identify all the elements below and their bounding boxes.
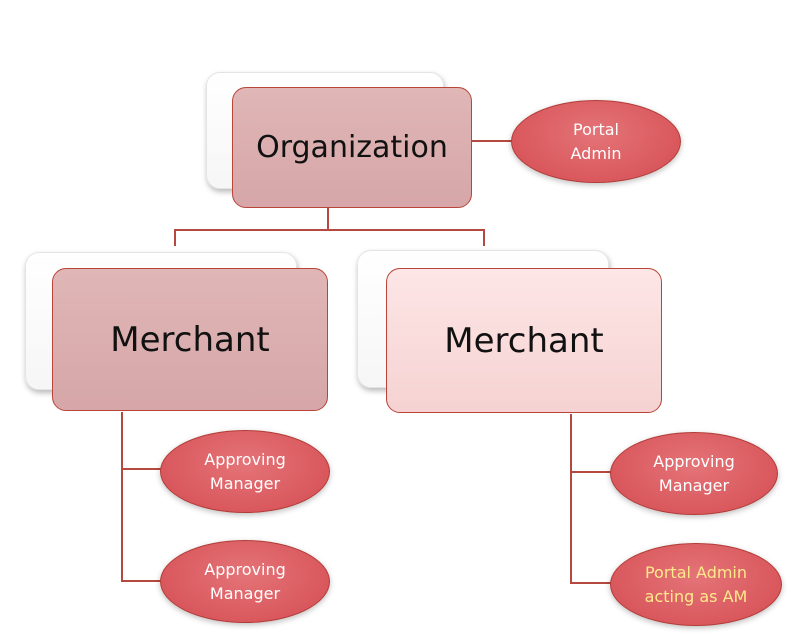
- role-line-2: Manager: [209, 473, 281, 493]
- portal-admin-line-2: Admin: [570, 143, 622, 163]
- connector-right-role-2: [570, 582, 612, 584]
- portal-admin-ellipse[interactable]: Portal Admin: [511, 100, 681, 183]
- connector-left-vertical: [121, 412, 123, 582]
- connector-left-drop: [174, 229, 176, 246]
- connector-left-role-2: [121, 580, 163, 582]
- merchant-box-right[interactable]: Merchant: [386, 268, 662, 413]
- portal-admin-acting-as-am-ellipse[interactable]: Portal Admin acting as AM: [610, 543, 782, 626]
- approving-manager-ellipse-left-2[interactable]: Approving Manager: [160, 540, 330, 623]
- connector-left-role-1: [121, 468, 163, 470]
- connector-org-down: [327, 207, 329, 229]
- role-line-1: Portal Admin: [644, 562, 748, 582]
- connector-right-vertical: [570, 414, 572, 584]
- approving-manager-ellipse-right[interactable]: Approving Manager: [610, 432, 778, 515]
- approving-manager-ellipse-left-1[interactable]: Approving Manager: [160, 430, 330, 513]
- merchant-left-label: Merchant: [110, 319, 270, 360]
- organization-label: Organization: [256, 130, 448, 165]
- role-line-1: Approving: [204, 449, 286, 469]
- portal-admin-line-1: Portal: [573, 119, 619, 139]
- organization-box[interactable]: Organization: [232, 87, 472, 208]
- connector-right-drop: [483, 229, 485, 246]
- role-line-2: Manager: [209, 583, 281, 603]
- role-line-2: acting as AM: [644, 586, 748, 606]
- role-line-1: Approving: [204, 559, 286, 579]
- merchant-box-left[interactable]: Merchant: [52, 268, 328, 411]
- merchant-right-label: Merchant: [444, 320, 604, 361]
- connector-org-admin: [470, 140, 520, 142]
- role-line-2: Manager: [658, 475, 730, 495]
- role-line-1: Approving: [653, 451, 735, 471]
- connector-right-role-1: [570, 471, 612, 473]
- connector-horizontal: [174, 229, 484, 231]
